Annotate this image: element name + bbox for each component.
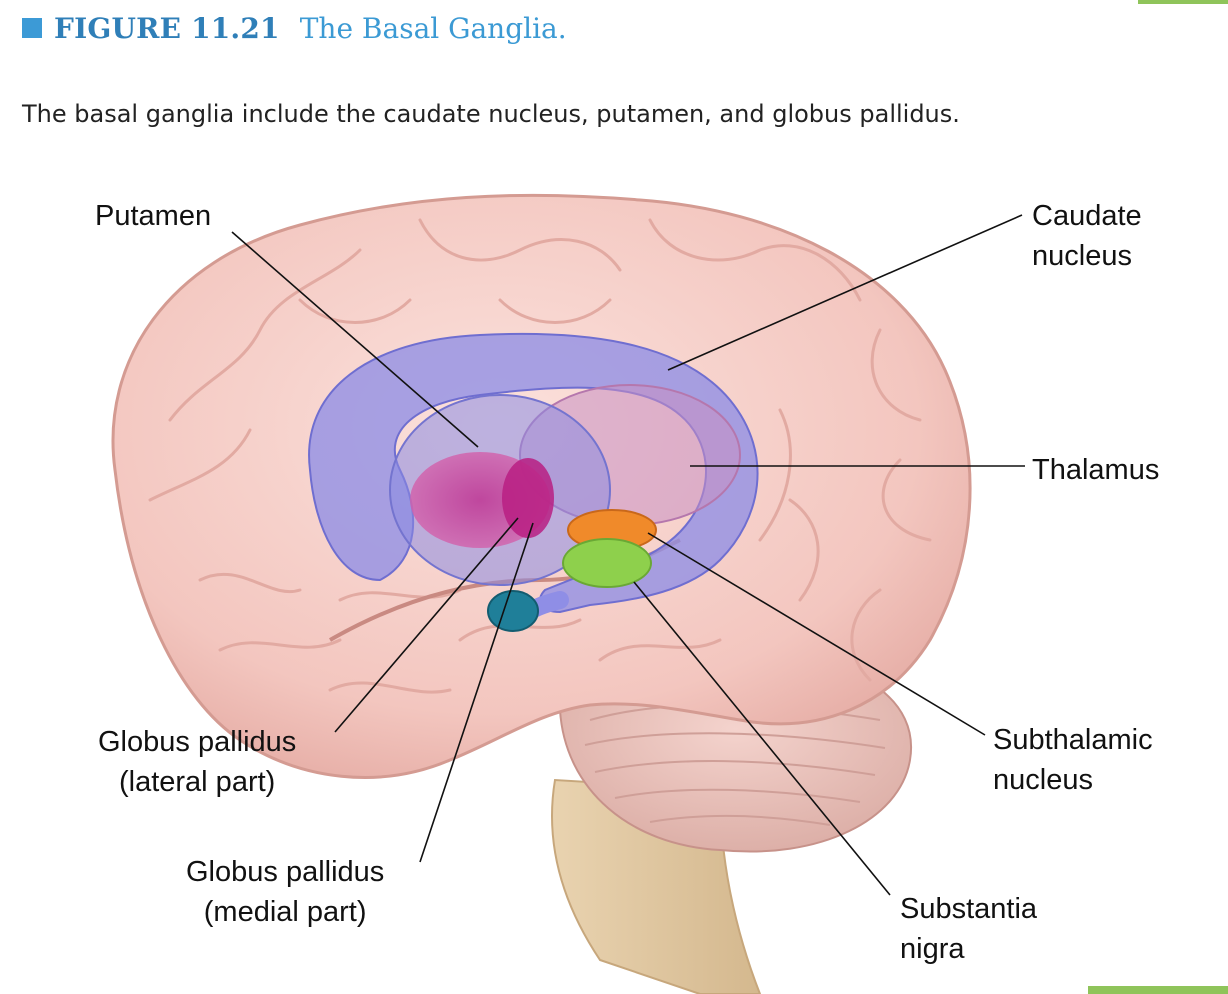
label-putamen: Putamen [95, 196, 211, 236]
label-caudate-nucleus: Caudate nucleus [1032, 196, 1142, 276]
label-globus-pallidus-lateral: Globus pallidus (lateral part) [98, 722, 296, 802]
label-subthalamic-nucleus: Subthalamic nucleus [993, 720, 1153, 800]
label-substantia-nigra: Substantia nigra [900, 889, 1037, 969]
amygdala [488, 591, 538, 631]
substantia-nigra [563, 539, 651, 587]
label-thalamus: Thalamus [1032, 450, 1159, 490]
globus-pallidus-medial [502, 458, 554, 538]
label-globus-pallidus-medial: Globus pallidus (medial part) [186, 852, 384, 932]
corner-accent-bottom [1088, 986, 1228, 994]
